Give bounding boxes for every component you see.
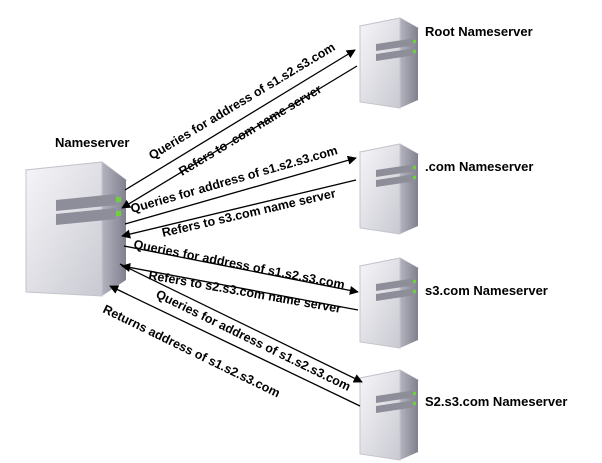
- arrow-query-root: [124, 49, 356, 191]
- s3-nameserver: [358, 257, 420, 349]
- local-nameserver: [24, 161, 128, 297]
- arrow-returns-address: [109, 285, 361, 407]
- s2s3-nameserver: [358, 369, 420, 461]
- arrow-query-s3: [123, 245, 359, 295]
- arrow-refer-s2s3: [121, 263, 359, 311]
- root-nameserver: [358, 17, 420, 109]
- arrow-refer-com: [121, 65, 358, 209]
- local-nameserver-label: Nameserver: [55, 135, 129, 150]
- com-nameserver-label: .com Nameserver: [425, 159, 533, 174]
- com-nameserver: [358, 143, 420, 235]
- arrow-query-s2s3: [119, 263, 363, 383]
- s3-nameserver-label: s3.com Nameserver: [425, 283, 548, 298]
- s2s3-nameserver-label: S2.s3.com Nameserver: [425, 394, 567, 409]
- arrow-refer-s3: [121, 179, 357, 239]
- root-nameserver-label: Root Nameserver: [425, 24, 533, 39]
- arrow-query-com: [124, 155, 357, 225]
